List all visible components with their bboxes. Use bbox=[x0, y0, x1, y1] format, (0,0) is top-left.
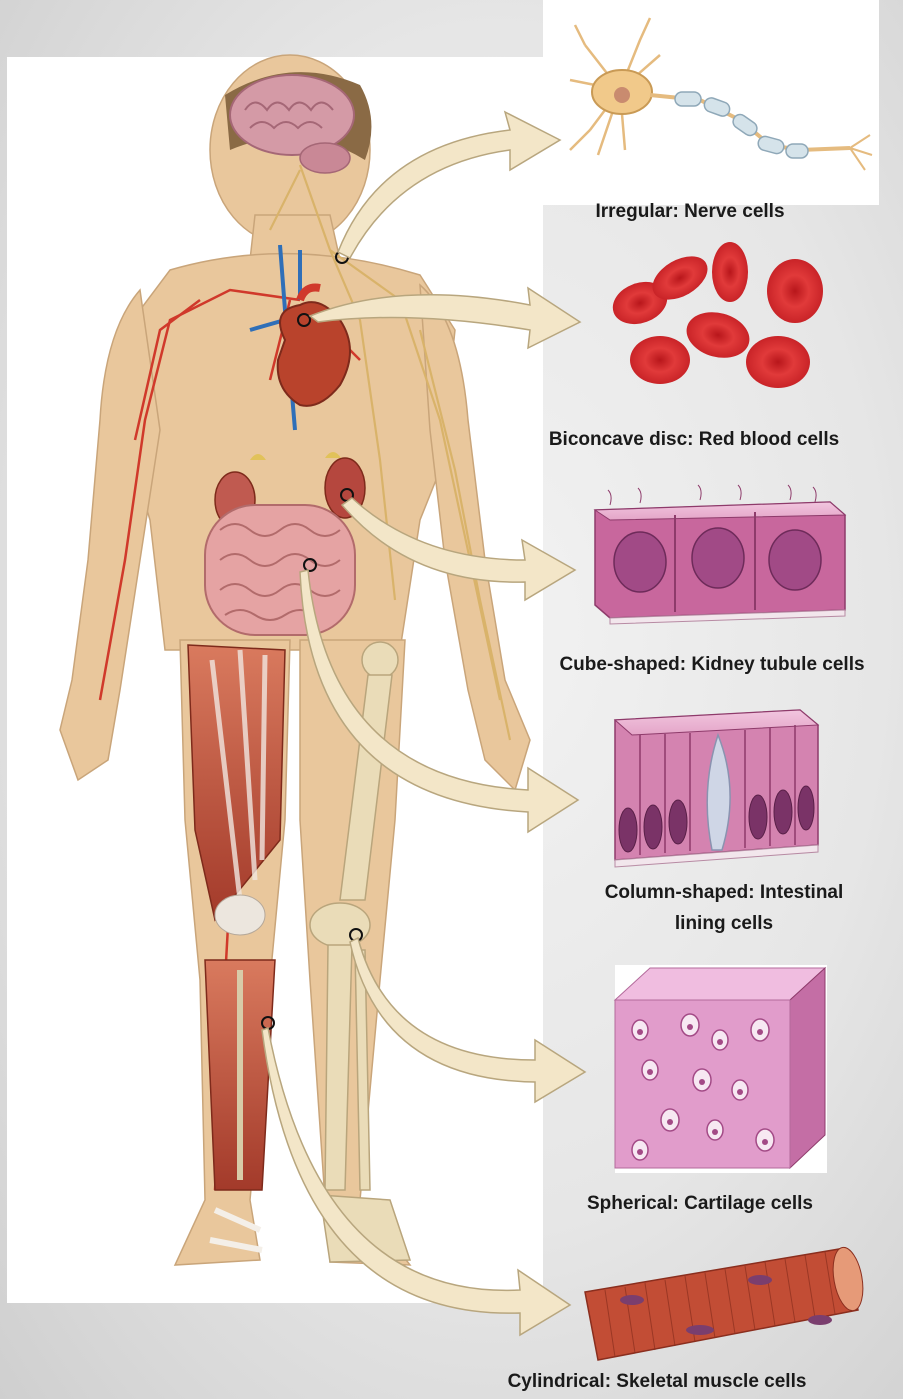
arrow-nerve bbox=[338, 112, 560, 258]
skeletal-muscle-cells-illustration bbox=[585, 1245, 867, 1360]
cartilage-cells-illustration bbox=[615, 965, 827, 1173]
label-intestinal-cells-line2: lining cells bbox=[564, 912, 884, 936]
nerve-cell-illustration bbox=[570, 18, 872, 170]
label-intestinal-cells-line1: Column-shaped: Intestinal bbox=[564, 881, 884, 905]
intestinal-cells-illustration bbox=[615, 710, 818, 867]
kidney-tubule-cells-illustration bbox=[595, 485, 845, 624]
label-cartilage-cells: Spherical: Cartilage cells bbox=[550, 1192, 850, 1216]
arrow-cartilage bbox=[350, 938, 585, 1102]
label-nerve-cells: Irregular: Nerve cells bbox=[540, 200, 840, 224]
brain bbox=[230, 75, 354, 155]
label-skeletal-muscle-cells: Cylindrical: Skeletal muscle cells bbox=[456, 1370, 858, 1394]
human-figure bbox=[60, 55, 530, 1265]
body-silhouette bbox=[60, 55, 530, 1265]
label-kidney-tubule-cells: Cube-shaped: Kidney tubule cells bbox=[524, 653, 900, 677]
red-blood-cells-illustration bbox=[607, 242, 823, 388]
intestines bbox=[205, 505, 355, 635]
label-red-blood-cells: Biconcave disc: Red blood cells bbox=[514, 428, 874, 452]
cerebellum bbox=[300, 143, 350, 173]
